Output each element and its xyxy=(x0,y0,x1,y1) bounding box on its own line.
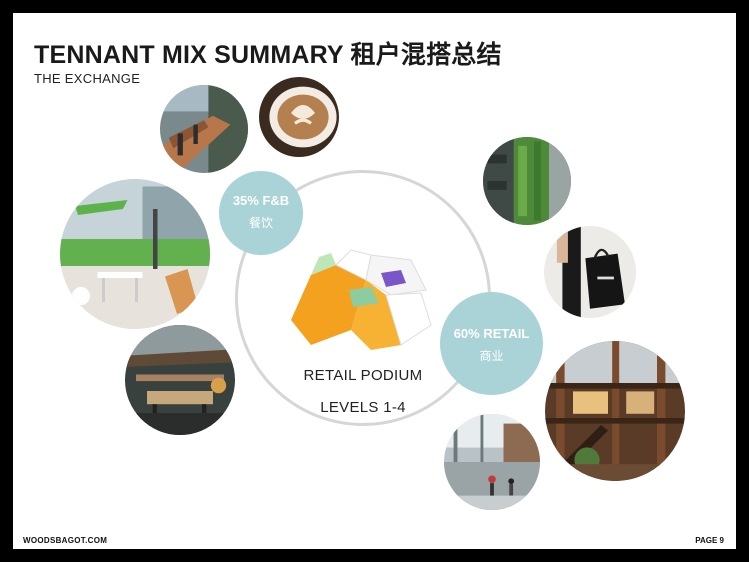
podium-plan-diagram xyxy=(291,249,432,350)
retail-bubble: 60% RETAIL 商业 xyxy=(440,292,543,395)
atrium-interior-photo xyxy=(545,341,685,481)
slide: TENNANT MIX SUMMARY 租户混搭总结 THE EXCHANGE xyxy=(13,13,736,549)
page-title: TENNANT MIX SUMMARY 租户混搭总结 xyxy=(34,41,502,69)
shopping-bag-photo xyxy=(544,226,636,318)
footer-page-number: PAGE 9 xyxy=(695,536,724,545)
footer-website: WOODSBAGOT.COM xyxy=(23,536,108,545)
podium-levels: LEVELS 1-4 xyxy=(320,399,406,416)
page-subtitle: THE EXCHANGE xyxy=(34,71,141,86)
fnb-bubble: 35% F&B 餐饮 xyxy=(219,171,303,255)
fnb-percent: 35% F&B xyxy=(232,193,290,208)
green-wall-photo xyxy=(483,137,571,225)
retail-percent: 60% RETAIL xyxy=(453,326,530,341)
retail-label: 商业 xyxy=(479,349,504,363)
mall-walkway-photo xyxy=(444,414,540,510)
cafe-interior-photo xyxy=(125,325,235,435)
podium-title: RETAIL PODIUM xyxy=(303,367,423,384)
fnb-label: 餐饮 xyxy=(248,216,273,230)
outdoor-dining-photo xyxy=(60,179,210,329)
rooftop-terrace-photo xyxy=(160,85,248,173)
latte-photo xyxy=(259,77,339,157)
